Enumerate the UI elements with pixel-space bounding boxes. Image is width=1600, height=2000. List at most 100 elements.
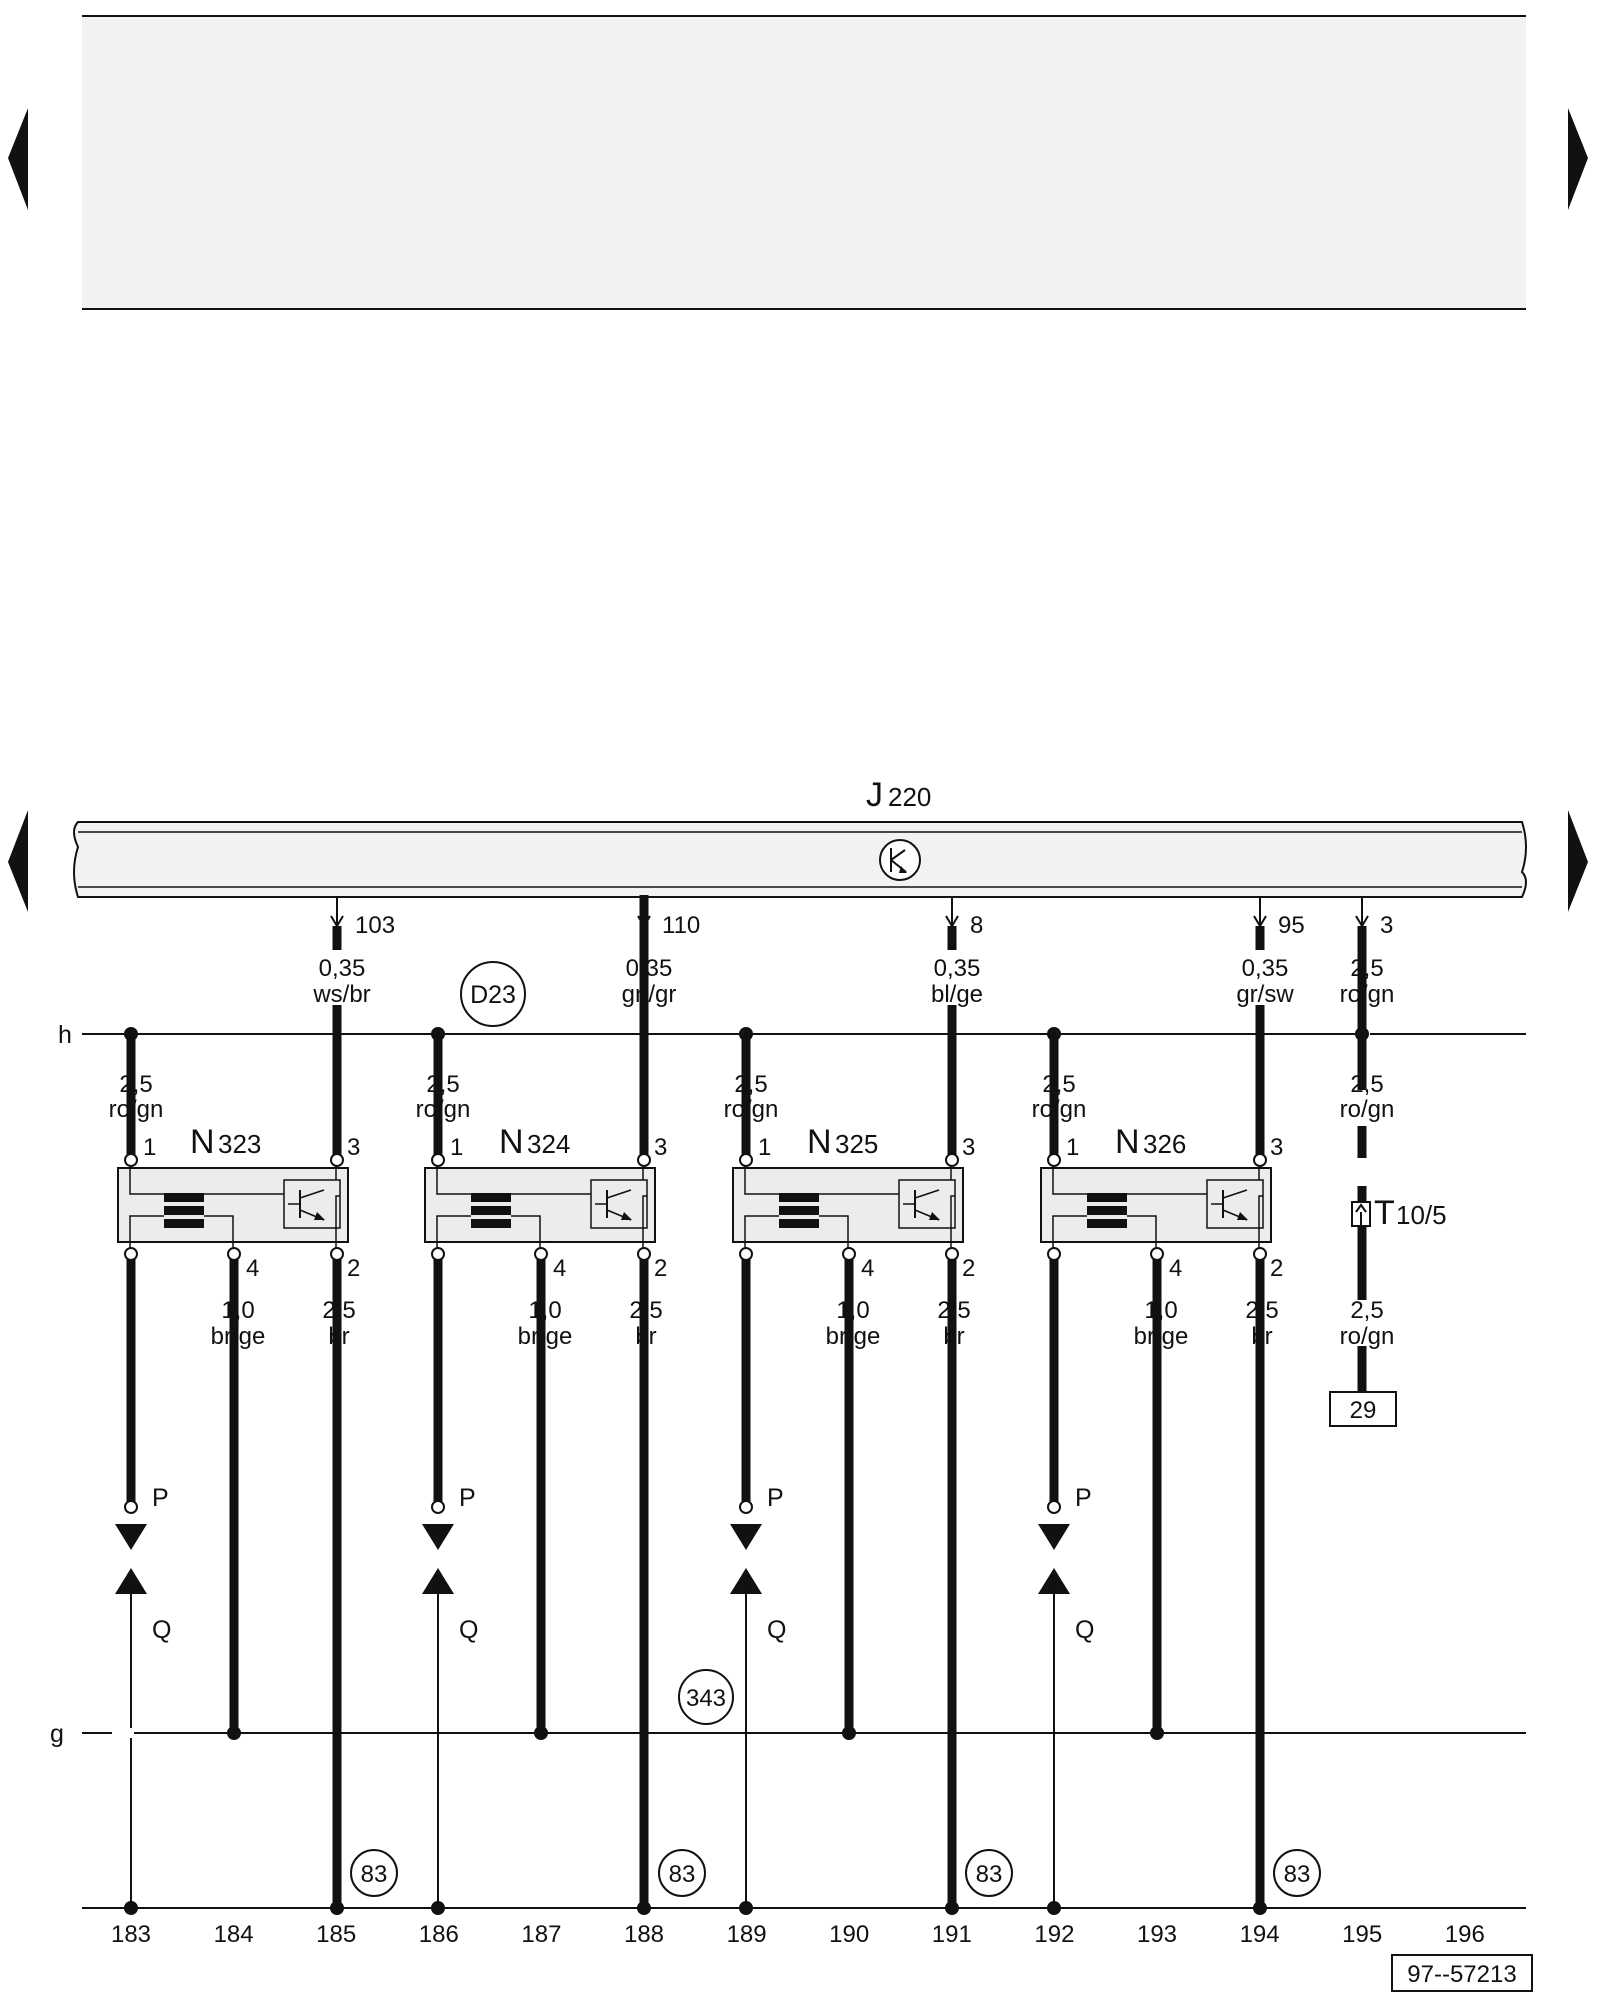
n326-name: N xyxy=(1115,1123,1140,1161)
n325-number: 325 xyxy=(835,1129,878,1159)
svg-text:2,5: 2,5 xyxy=(322,1297,355,1324)
bus-h-label: h xyxy=(58,1021,72,1049)
svg-text:1,0: 1,0 xyxy=(528,1297,561,1324)
svg-text:8: 8 xyxy=(970,912,983,939)
svg-text:ro/gn: ro/gn xyxy=(724,1096,779,1123)
ground-marker: 83 xyxy=(1284,1861,1311,1888)
svg-text:1,0: 1,0 xyxy=(221,1297,254,1324)
component-n323: N 323 1 3 4 2 2,5 ro/gn 1,0 br/ge 2,5 br… xyxy=(109,1005,398,1915)
svg-text:3: 3 xyxy=(654,1134,667,1161)
svg-text:2,5: 2,5 xyxy=(119,1071,152,1098)
track-number: 190 xyxy=(829,1921,869,1948)
svg-text:2,5: 2,5 xyxy=(1245,1297,1278,1324)
track-number: 194 xyxy=(1240,1921,1280,1948)
svg-text:2: 2 xyxy=(1270,1255,1283,1282)
ground-marker: 83 xyxy=(669,1861,696,1888)
svg-text:1: 1 xyxy=(1066,1134,1079,1161)
n323-name: N xyxy=(190,1123,215,1161)
ecu-pin-labels: 103 0,35 ws/br 110 0,35 gn/gr 8 0,35 bl/… xyxy=(312,897,1394,1008)
svg-text:gn/gr: gn/gr xyxy=(622,981,677,1008)
track-number: 192 xyxy=(1034,1921,1074,1948)
track-number: 195 xyxy=(1342,1921,1382,1948)
prev-page-arrow-icon[interactable] xyxy=(8,108,28,210)
svg-text:2: 2 xyxy=(962,1255,975,1282)
svg-text:br: br xyxy=(635,1323,656,1350)
n324-name: N xyxy=(499,1123,524,1161)
svg-text:2: 2 xyxy=(654,1255,667,1282)
svg-text:ro/gn: ro/gn xyxy=(1340,1323,1395,1350)
ecu-number: 220 xyxy=(888,782,931,812)
svg-text:ro/gn: ro/gn xyxy=(109,1096,164,1123)
svg-text:br/ge: br/ge xyxy=(826,1323,881,1350)
ref-box-29[interactable] xyxy=(1329,1391,1397,1427)
component-n325: N 325 1 3 4 2 2,5 ro/gn 1,0 br/ge 2,5 br… xyxy=(724,1005,1013,1915)
svg-text:2,5: 2,5 xyxy=(426,1071,459,1098)
svg-text:110: 110 xyxy=(662,912,700,939)
svg-text:ro/gn: ro/gn xyxy=(1340,1096,1395,1123)
svg-text:1,0: 1,0 xyxy=(1144,1297,1177,1324)
track-number: 191 xyxy=(932,1921,972,1948)
ground-marker: 83 xyxy=(361,1861,388,1888)
svg-text:3: 3 xyxy=(1270,1134,1283,1161)
svg-text:0,35: 0,35 xyxy=(934,955,981,982)
svg-text:4: 4 xyxy=(246,1255,259,1282)
svg-text:0,35: 0,35 xyxy=(626,955,673,982)
svg-text:P: P xyxy=(1075,1484,1092,1512)
svg-text:2,5: 2,5 xyxy=(1350,1297,1383,1324)
svg-text:br/ge: br/ge xyxy=(211,1323,266,1350)
svg-text:1: 1 xyxy=(758,1134,771,1161)
connector-t-number: 10/5 xyxy=(1396,1200,1447,1230)
track-number: 196 xyxy=(1445,1921,1485,1948)
svg-text:ro/gn: ro/gn xyxy=(1340,981,1395,1008)
svg-text:95: 95 xyxy=(1278,912,1305,939)
n324-number: 324 xyxy=(527,1129,570,1159)
svg-text:4: 4 xyxy=(861,1255,874,1282)
svg-text:3: 3 xyxy=(347,1134,360,1161)
track-number: 188 xyxy=(624,1921,664,1948)
n326-number: 326 xyxy=(1143,1129,1186,1159)
track-number: 186 xyxy=(419,1921,459,1948)
n325-name: N xyxy=(807,1123,832,1161)
svg-text:2,5: 2,5 xyxy=(937,1297,970,1324)
svg-text:bl/ge: bl/ge xyxy=(931,981,983,1008)
svg-text:0,35: 0,35 xyxy=(1242,955,1289,982)
right-branch: 2,5 ro/gn T 10/5 2,5 ro/gn 29 xyxy=(1329,950,1447,1427)
next-page-arrow-icon[interactable] xyxy=(1568,108,1588,210)
splice-343-label: 343 xyxy=(686,1685,726,1712)
ecu-name: J xyxy=(866,776,883,814)
svg-text:2,5: 2,5 xyxy=(1042,1071,1075,1098)
svg-text:2,5: 2,5 xyxy=(1350,955,1383,982)
svg-text:3: 3 xyxy=(1380,912,1393,939)
svg-text:1,0: 1,0 xyxy=(836,1297,869,1324)
splice-d23 xyxy=(460,961,526,1027)
svg-text:2,5: 2,5 xyxy=(629,1297,662,1324)
svg-text:P: P xyxy=(152,1484,169,1512)
svg-text:Q: Q xyxy=(767,1616,786,1644)
svg-text:Q: Q xyxy=(152,1616,171,1644)
svg-text:1: 1 xyxy=(450,1134,463,1161)
svg-text:2: 2 xyxy=(347,1255,360,1282)
svg-text:P: P xyxy=(459,1484,476,1512)
svg-text:br/ge: br/ge xyxy=(1134,1323,1189,1350)
track-number: 187 xyxy=(521,1921,561,1948)
prev-section-arrow-icon[interactable] xyxy=(8,810,28,912)
k-circle-icon xyxy=(879,839,921,881)
svg-text:4: 4 xyxy=(553,1255,566,1282)
svg-text:br: br xyxy=(1251,1323,1272,1350)
svg-text:ws/br: ws/br xyxy=(312,981,370,1008)
svg-text:0,35: 0,35 xyxy=(319,955,366,982)
track-number: 184 xyxy=(214,1921,254,1948)
track-number: 193 xyxy=(1137,1921,1177,1948)
svg-text:4: 4 xyxy=(1169,1255,1182,1282)
next-section-arrow-icon[interactable] xyxy=(1568,810,1588,912)
svg-text:br: br xyxy=(328,1323,349,1350)
svg-text:2,5: 2,5 xyxy=(1350,1071,1383,1098)
component-n324: N 324 1 3 4 2 2,5 ro/gn 1,0 br/ge 2,5 br… xyxy=(416,895,706,1915)
drawing-number-box xyxy=(1391,1954,1533,1992)
connector-t-label: T xyxy=(1374,1194,1395,1232)
svg-text:29: 29 xyxy=(1350,1397,1377,1424)
bus-g-label: g xyxy=(50,1720,64,1748)
track-number: 185 xyxy=(316,1921,356,1948)
splice-343 xyxy=(678,1669,734,1725)
